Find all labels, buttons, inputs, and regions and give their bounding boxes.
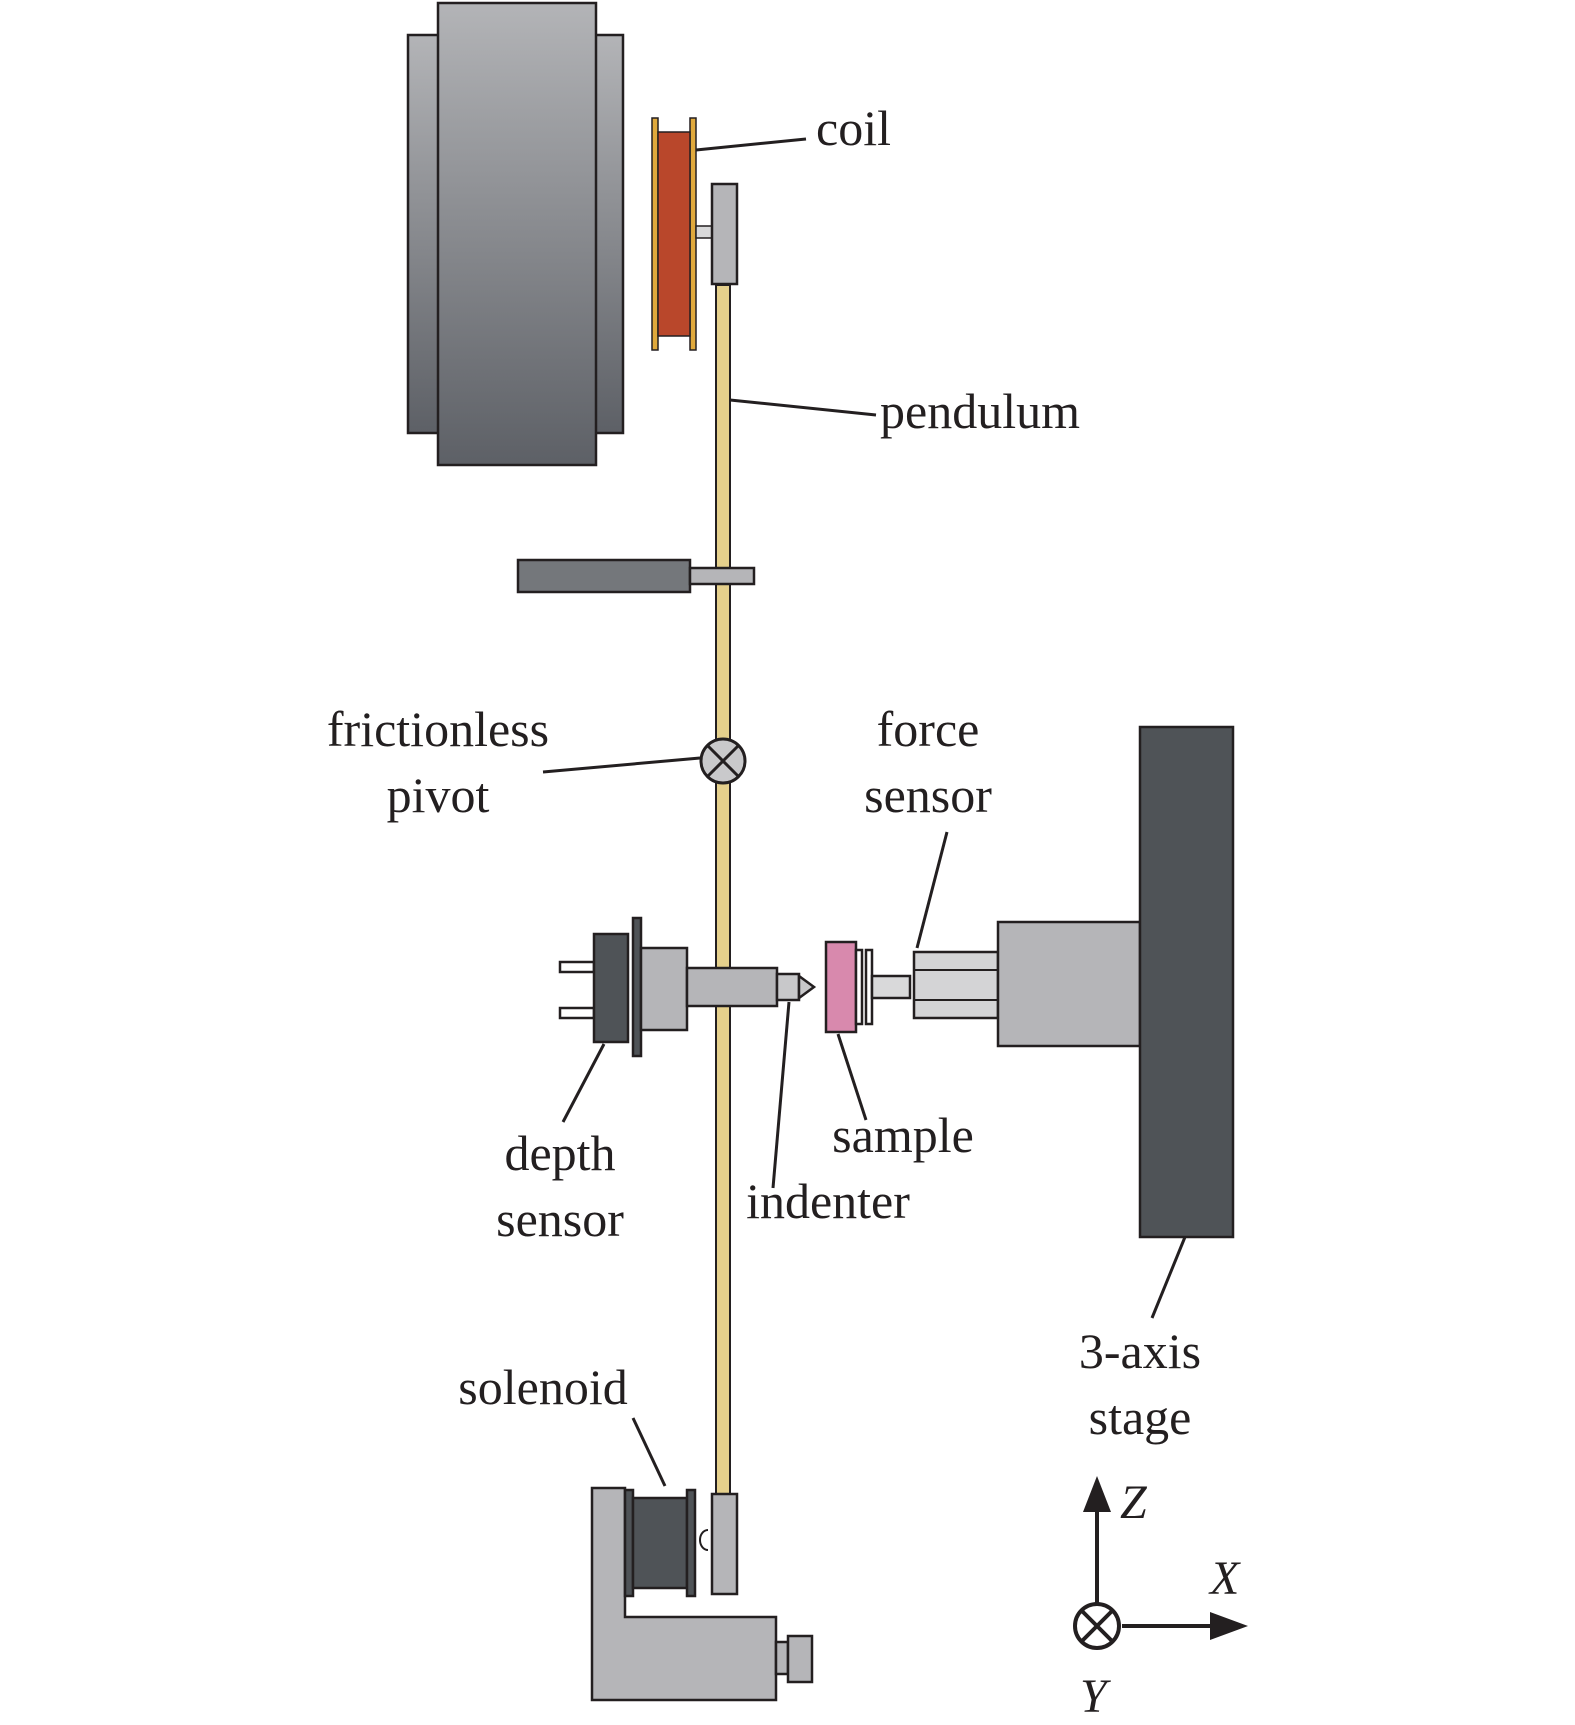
label-depth-sensor-line1: depth <box>504 1125 615 1181</box>
label-3-axis-stage-line2: stage <box>1089 1389 1192 1445</box>
label-frictionless-pivot-line1: frictionless <box>327 701 549 757</box>
pendulum-top-block <box>710 182 739 286</box>
axis-label-z: Z <box>1120 1476 1148 1529</box>
sample <box>824 940 912 1034</box>
axis-label-x: X <box>1208 1552 1241 1605</box>
label-sample: sample <box>832 1107 974 1163</box>
z-arrow-icon <box>1083 1476 1111 1512</box>
label-indenter: indenter <box>746 1173 910 1229</box>
label-depth-sensor-line2: sensor <box>496 1191 624 1247</box>
coordinate-axes: Z X Y <box>1073 1476 1248 1723</box>
coil <box>651 117 717 351</box>
force-sensor <box>912 920 1142 1048</box>
pendulum-rod <box>715 284 731 1501</box>
y-into-page-icon <box>1073 1602 1121 1650</box>
label-pendulum: pendulum <box>880 383 1080 439</box>
solenoid <box>590 1486 814 1702</box>
three-axis-stage <box>1138 725 1235 1239</box>
pendulum-bracket <box>516 558 756 594</box>
x-arrow-icon <box>1210 1612 1248 1640</box>
permanent-magnet <box>406 1 625 467</box>
depth-sensor <box>558 916 689 1058</box>
leader-lines <box>542 137 1187 1487</box>
label-frictionless-pivot-line2: pivot <box>387 767 490 823</box>
label-coil: coil <box>816 100 891 156</box>
frictionless-pivot <box>699 737 747 785</box>
pendulum-bottom-block <box>710 1492 739 1596</box>
indenter <box>685 966 817 1008</box>
label-force-sensor-line1: force <box>877 701 980 757</box>
label-force-sensor-line2: sensor <box>864 767 992 823</box>
label-3-axis-stage-line1: 3-axis <box>1079 1323 1201 1379</box>
label-solenoid: solenoid <box>458 1359 627 1415</box>
axis-label-y: Y <box>1080 1670 1111 1723</box>
